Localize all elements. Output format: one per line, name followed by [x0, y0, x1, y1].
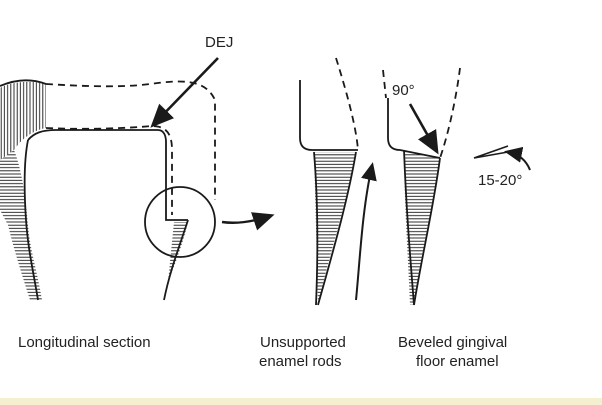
longitudinal-section-drawing — [0, 79, 216, 301]
gingival-enamel-wedge — [168, 222, 188, 282]
unsupported-enamel-hatched — [314, 152, 356, 305]
preparation-wall — [27, 129, 188, 221]
unsupported-outer-line — [317, 151, 357, 306]
transfer-arrow — [221, 212, 275, 231]
beveled-inner-line — [403, 149, 415, 306]
beveled-label-line1: Beveled gingival — [398, 334, 508, 351]
bevel-angle-label: 15-20° — [478, 172, 523, 189]
angle-90-label: 90° — [392, 82, 415, 99]
occlusal-outline-dashed — [45, 80, 216, 200]
unsupported-inner-line — [313, 151, 319, 306]
unsupported-rods-drawing — [299, 57, 359, 306]
angle-90-arrow — [408, 103, 439, 155]
beveled-wall — [387, 98, 441, 159]
detail-circle — [144, 186, 216, 258]
footer-strip — [0, 398, 602, 405]
unsupported-label-line2: enamel rods — [259, 353, 342, 370]
beveled-enamel-hatched — [404, 150, 440, 305]
unsupported-wall — [299, 80, 358, 151]
beveled-dashed-left — [382, 69, 387, 99]
beveled-dashed-outline — [439, 67, 461, 159]
unsupported-arrow — [355, 162, 377, 301]
bevel-angle-symbol — [473, 145, 509, 159]
unsupported-label-line1: Unsupported — [260, 334, 346, 351]
dej-label: DEJ — [205, 34, 234, 51]
occlusal-enamel-hatched — [0, 81, 46, 160]
dej-line — [45, 125, 173, 215]
left-wall — [23, 139, 39, 301]
beveled-outer-line — [413, 157, 441, 306]
crown-outline — [0, 79, 47, 87]
bevel-angle-arrow — [504, 146, 531, 171]
unsupported-dashed-outline — [335, 57, 359, 151]
dej-arrow — [150, 57, 219, 128]
longitudinal-section-label: Longitudinal section — [18, 334, 151, 351]
beveled-label-line2: floor enamel — [416, 353, 499, 370]
proximal-enamel-hatched — [0, 150, 42, 300]
beveled-floor-drawing — [382, 67, 461, 306]
